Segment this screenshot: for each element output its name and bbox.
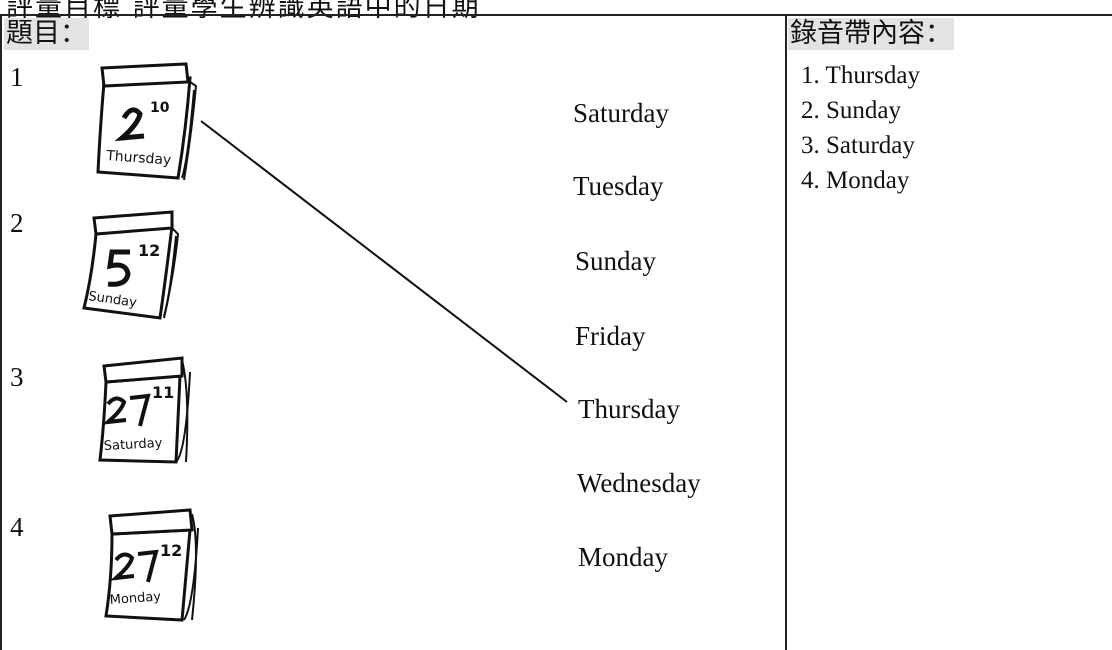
column-divider [785,14,787,650]
item-number-4: 4 [10,512,24,542]
option-friday[interactable]: Friday [575,321,646,351]
calendar-3-weekday: Saturday [103,436,163,454]
answer-line [200,120,568,403]
option-wednesday[interactable]: Wednesday [577,468,701,498]
calendar-thursday-icon: 10 Thursday [86,60,206,195]
calendar-2-month: 12 [138,241,160,260]
item-number-3: 3 [10,362,24,392]
calendar-monday-icon: 12 Monday [100,504,220,639]
question-table [0,14,1112,650]
option-monday[interactable]: Monday [578,542,668,572]
calendar-3-month: 11 [152,383,174,402]
option-sunday[interactable]: Sunday [575,246,656,276]
calendar-1-month: 10 [150,100,170,116]
calendar-1-weekday: Thursday [105,148,172,169]
question-header: 題目： [4,18,89,50]
tape-item: 4. Monday [801,167,910,194]
calendar-2-weekday: Sunday [87,289,138,311]
item-number-1: 1 [10,62,24,92]
option-tuesday[interactable]: Tuesday [573,171,664,201]
tape-item: 2. Sunday [801,97,901,124]
option-thursday[interactable]: Thursday [578,394,680,424]
item-number-2: 2 [10,208,24,238]
cut-off-page-title: 評量目標 評量學生辨識英語中的日期 [6,0,481,23]
calendar-saturday-icon: 11 Saturday [94,352,214,487]
calendar-sunday-icon: 12 Sunday [74,206,194,341]
calendar-4-weekday: Monday [109,589,162,608]
tape-item: 1. Thursday [801,62,920,89]
option-saturday[interactable]: Saturday [573,98,669,128]
tape-header: 錄音帶內容： [788,18,954,50]
tape-list: 1. Thursday 2. Sunday 3. Saturday 4. Mon… [801,58,920,198]
calendar-4-month: 12 [160,541,182,560]
tape-item: 3. Saturday [801,132,915,159]
